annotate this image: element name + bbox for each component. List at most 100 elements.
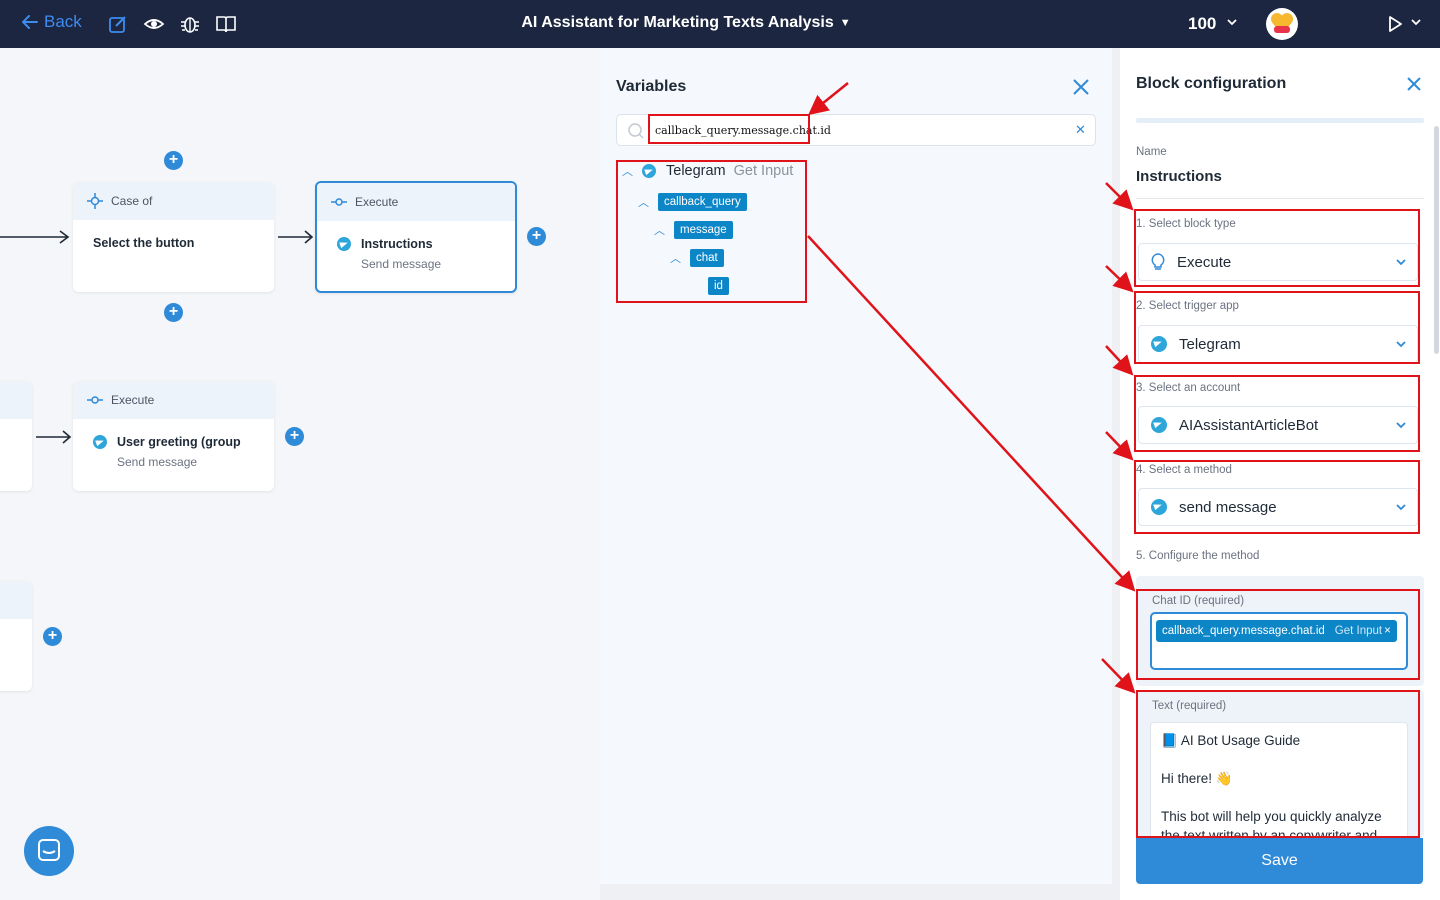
back-button[interactable]: Back [22,12,82,32]
account-select[interactable]: AIAssistantArticleBot [1138,406,1418,444]
tree-app-name: Telegram [666,163,726,179]
text-input[interactable]: 📘 AI Bot Usage Guide Hi there! 👋 This bo… [1150,722,1408,852]
add-node-button[interactable]: + [164,151,183,170]
book-icon[interactable] [215,13,237,35]
text-line: Hi there! 👋 [1161,771,1233,786]
add-node-button[interactable]: + [285,427,304,446]
case-of-node[interactable]: Case of Select the button [73,182,274,292]
text-line: 📘 AI Bot Usage Guide [1161,733,1301,748]
instructions-node[interactable]: Execute Instructions Send message [315,181,517,293]
add-node-button[interactable]: + [164,303,183,322]
save-button[interactable]: Save [1136,838,1423,884]
search-value: callback_query.message.chat.id [655,124,831,137]
select-value: Execute [1177,253,1232,271]
config-title: Block configuration [1136,75,1287,92]
tree-node[interactable]: ︿ chat [670,249,724,267]
step-label: 4. Select a method [1136,464,1232,476]
bulb-icon [1151,253,1165,270]
tree-app-row[interactable]: ︿ Telegram Get Input [622,163,793,179]
add-node-button[interactable]: + [43,627,62,646]
node-title: Instructions [361,237,433,251]
chevron-down-icon [1396,422,1406,429]
arrow-left-icon [22,15,38,29]
play-icon[interactable] [1388,15,1404,33]
avatar[interactable] [1266,8,1298,40]
step-label: 1. Select block type [1136,218,1236,230]
variable-tag[interactable]: id [708,277,729,295]
chevron-up-icon[interactable]: ︿ [638,197,649,209]
add-node-button[interactable]: + [527,227,546,246]
node-type: Execute [111,393,155,407]
tree-node[interactable]: ︿ callback_query [638,193,747,211]
support-chat-button[interactable] [24,826,74,876]
partial-node[interactable] [0,581,32,691]
chevron-down-icon[interactable] [1226,16,1238,28]
variable-tag[interactable]: message [674,221,733,239]
flow-canvas[interactable]: Case of Select the button Execute Instru… [0,48,600,900]
chip-value: callback_query.message.chat.id [1162,625,1325,637]
telegram-icon [337,237,351,251]
remove-chip-icon[interactable]: × [1384,625,1391,637]
chevron-down-icon [1396,504,1406,511]
back-label: Back [44,12,82,31]
tree-app-method: Get Input [733,163,794,179]
chevron-up-icon[interactable]: ︿ [654,225,665,237]
clear-search-icon[interactable]: ✕ [1075,122,1086,137]
chip-source: Get Input [1334,625,1383,637]
variable-tag[interactable]: callback_query [658,193,747,211]
chevron-up-icon[interactable]: ︿ [670,253,681,265]
block-name[interactable]: Instructions [1136,168,1222,185]
select-value: AIAssistantArticleBot [1179,416,1319,434]
tree-node[interactable]: ︿ message [654,221,733,239]
chevron-down-icon [1396,259,1406,266]
tree-node[interactable]: id [708,277,729,295]
search-icon [628,123,644,139]
node-subtitle: Send message [117,455,198,469]
partial-node[interactable] [0,381,32,491]
chevron-down-icon [1396,341,1406,348]
eye-icon[interactable] [143,13,165,35]
node-subtitle: Send message [361,257,442,271]
close-icon[interactable] [1072,78,1090,96]
chevron-down-icon[interactable] [1410,16,1422,28]
divider [1136,198,1424,199]
beta-logo-icon [1271,13,1293,33]
edit-icon[interactable] [107,13,129,35]
text-field: Text (required) 📘 AI Bot Usage Guide Hi … [1136,690,1424,852]
chat-id-input[interactable]: callback_query.message.chat.id Get Input… [1150,612,1408,670]
bug-icon[interactable] [179,13,201,35]
scrollbar[interactable] [1434,126,1439,354]
scenario-title[interactable]: AI Assistant for Marketing Texts Analysi… [521,14,851,31]
select-value: send message [1179,498,1277,516]
execute-icon [87,396,103,404]
telegram-icon [1151,499,1167,515]
chat-icon [38,839,60,861]
variables-panel: Variables callback_query.message.chat.id… [600,48,1120,900]
step-label: 3. Select an account [1136,382,1241,394]
greeting-node[interactable]: Execute User greeting (group Send messag… [73,381,274,491]
variable-chip[interactable]: callback_query.message.chat.id Get Input… [1156,620,1397,642]
execute-icon [331,198,347,206]
close-icon[interactable] [1406,76,1422,92]
node-title: User greeting (group [117,435,241,449]
configure-label: 5. Configure the method [1136,550,1260,562]
select-value: Telegram [1179,335,1241,353]
chat-id-label: Chat ID (required) [1152,595,1245,607]
chevron-up-icon[interactable]: ︿ [622,166,633,178]
telegram-icon [1151,417,1167,433]
progress-bar [1136,118,1424,123]
variables-search-input[interactable]: callback_query.message.chat.id ✕ [616,114,1096,146]
block-type-select[interactable]: Execute [1138,243,1418,281]
chevron-down-icon: ▼ [839,17,851,29]
crosshair-icon [87,193,103,209]
trigger-app-select[interactable]: Telegram [1138,325,1418,363]
node-title: Select the button [93,236,195,250]
variable-tag[interactable]: chat [690,249,724,267]
telegram-icon [93,435,107,449]
method-select[interactable]: send message [1138,488,1418,526]
telegram-icon [642,164,656,178]
chat-id-field: Chat ID (required) callback_query.messag… [1136,576,1424,686]
node-type: Execute [355,195,399,209]
zoom-value[interactable]: 100 [1188,14,1217,33]
node-type: Case of [111,194,153,208]
